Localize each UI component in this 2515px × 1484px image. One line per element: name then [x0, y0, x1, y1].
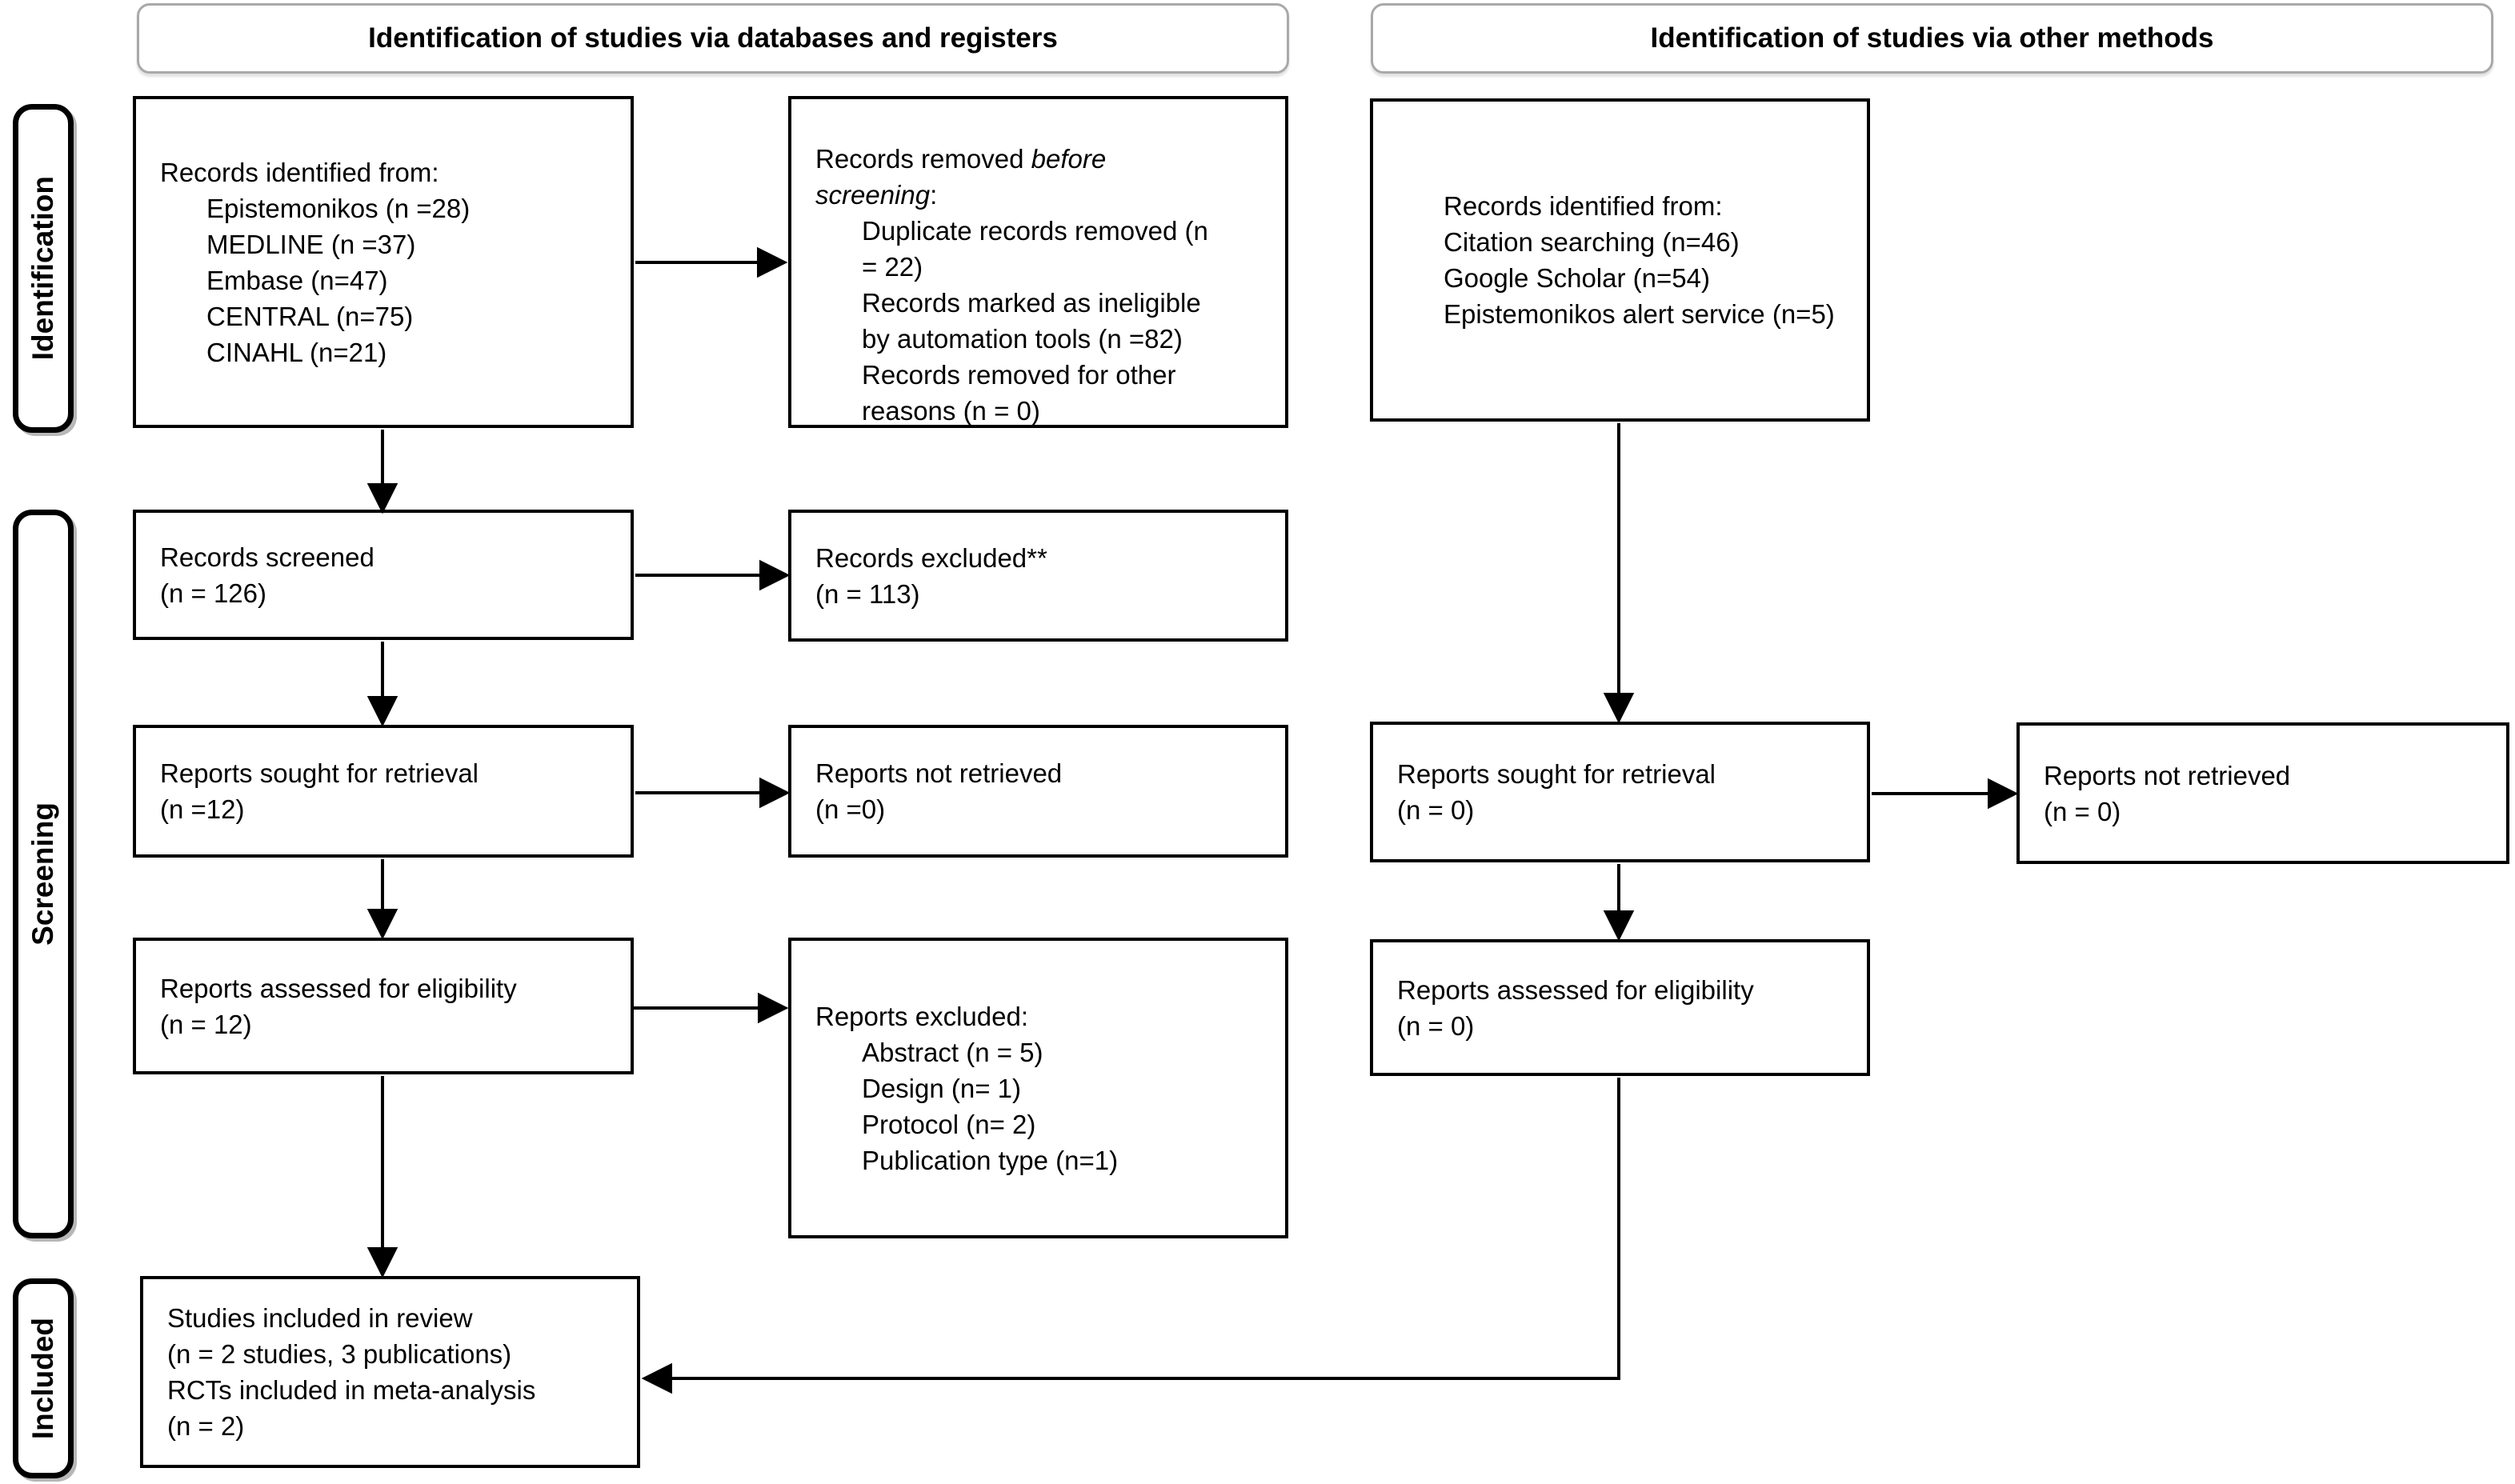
source-item: Epistemonikos alert service (n=5)	[1444, 299, 1835, 329]
stage-label-identification-text: Identification	[26, 176, 59, 361]
box-title: Records screened	[160, 542, 374, 572]
exclusion-item: Abstract (n = 5)	[862, 1037, 1043, 1067]
box-title: Records removed before screening:	[815, 141, 1263, 213]
exclusion-item: Records marked as ineligible by automati…	[862, 288, 1201, 354]
box-reports-excluded: Reports excluded: Abstract (n = 5) Desig…	[788, 938, 1288, 1238]
header-other-methods-label: Identification of studies via other meth…	[1650, 22, 2214, 54]
exclusion-item: Protocol (n= 2)	[862, 1109, 1036, 1139]
stage-label-included-text: Included	[26, 1317, 59, 1440]
exclusion-item: Records removed for other reasons (n = 0…	[862, 360, 1176, 426]
header-other-methods: Identification of studies via other meth…	[1371, 3, 2493, 74]
box-records-removed-before-screening: Records removed before screening: Duplic…	[788, 96, 1288, 428]
arrow-identified-db-to-screened	[366, 430, 398, 514]
box-count: (n = 126)	[160, 578, 266, 608]
box-title: Reports not retrieved	[2044, 760, 2291, 790]
box-title: Records excluded**	[815, 542, 1047, 573]
box-count: (n = 12)	[160, 1009, 252, 1039]
source-item: Citation searching (n=46)	[1444, 227, 1740, 257]
box-title: Reports sought for retrieval	[160, 758, 479, 788]
box-count: (n = 2)	[167, 1411, 245, 1441]
box-reports-sought-databases: Reports sought for retrieval (n =12)	[133, 725, 634, 858]
source-item: Embase (n=47)	[206, 265, 388, 295]
box-records-excluded: Records excluded** (n = 113)	[788, 510, 1288, 642]
box-reports-assessed-databases: Reports assessed for eligibility (n = 12…	[133, 938, 634, 1074]
header-databases-registers-label: Identification of studies via databases …	[368, 22, 1058, 54]
source-item: CINAHL (n=21)	[206, 337, 387, 367]
box-title: Studies included in review	[167, 1303, 473, 1333]
box-studies-included: Studies included in review (n = 2 studie…	[140, 1276, 640, 1468]
stage-label-included: Included	[13, 1278, 74, 1478]
box-title-italic: screening	[815, 180, 931, 210]
stage-label-screening-text: Screening	[26, 802, 59, 946]
arrow-screened-to-sought	[366, 642, 398, 727]
box-title: Reports assessed for eligibility	[160, 973, 517, 1003]
box-title: RCTs included in meta-analysis	[167, 1375, 536, 1405]
box-title-text: :	[930, 180, 938, 210]
box-reports-assessed-other: Reports assessed for eligibility (n = 0)	[1370, 939, 1870, 1076]
arrow-assessed-db-to-included	[366, 1076, 398, 1278]
box-reports-sought-other: Reports sought for retrieval (n = 0)	[1370, 722, 1870, 862]
arrow-sought-other-to-not-retrieved	[1872, 778, 2019, 810]
box-count: (n =12)	[160, 794, 245, 824]
box-title: Reports sought for retrieval	[1397, 759, 1716, 789]
stage-label-identification: Identification	[13, 104, 74, 433]
source-item: MEDLINE (n =37)	[206, 229, 416, 259]
box-count: (n = 113)	[815, 578, 920, 609]
arrow-identified-db-to-removed	[635, 246, 788, 278]
box-records-identified-other: Records identified from: Citation search…	[1370, 98, 1870, 422]
box-count: (n = 0)	[2044, 796, 2121, 826]
box-title: Reports excluded:	[815, 1001, 1028, 1031]
box-count: (n = 0)	[1397, 795, 1475, 825]
stage-label-screening: Screening	[13, 510, 74, 1238]
box-count: (n = 2 studies, 3 publications)	[167, 1339, 512, 1369]
box-title-text: Records removed	[815, 144, 1031, 174]
arrow-identified-other-to-sought	[1603, 423, 1635, 724]
box-reports-not-retrieved-databases: Reports not retrieved (n =0)	[788, 725, 1288, 858]
source-item: Epistemonikos (n =28)	[206, 193, 471, 223]
box-count: (n =0)	[815, 794, 886, 824]
arrow-sought-other-to-assessed	[1603, 864, 1635, 942]
source-item: CENTRAL (n=75)	[206, 301, 414, 331]
box-title: Reports not retrieved	[815, 758, 1063, 788]
box-records-screened: Records screened (n = 126)	[133, 510, 634, 640]
box-reports-not-retrieved-other: Reports not retrieved (n = 0)	[2016, 722, 2509, 864]
header-databases-registers: Identification of studies via databases …	[137, 3, 1289, 74]
box-count: (n = 0)	[1397, 1010, 1475, 1041]
arrow-sought-db-to-assessed	[366, 859, 398, 940]
source-item: Google Scholar (n=54)	[1444, 263, 1710, 293]
box-title-italic: before	[1031, 144, 1107, 174]
exclusion-item: Duplicate records removed (n = 22)	[862, 216, 1208, 282]
box-title: Records identified from:	[160, 157, 439, 187]
exclusion-item: Publication type (n=1)	[862, 1145, 1119, 1175]
exclusion-item: Design (n= 1)	[862, 1073, 1022, 1103]
box-records-identified-databases: Records identified from: Epistemonikos (…	[133, 96, 634, 428]
box-title: Reports assessed for eligibility	[1397, 974, 1754, 1005]
arrow-sought-db-to-not-retrieved	[635, 777, 791, 809]
arrow-assessed-db-to-excluded	[634, 992, 789, 1024]
arrow-screened-to-excluded	[635, 559, 791, 591]
box-title: Records identified from:	[1444, 191, 1723, 221]
